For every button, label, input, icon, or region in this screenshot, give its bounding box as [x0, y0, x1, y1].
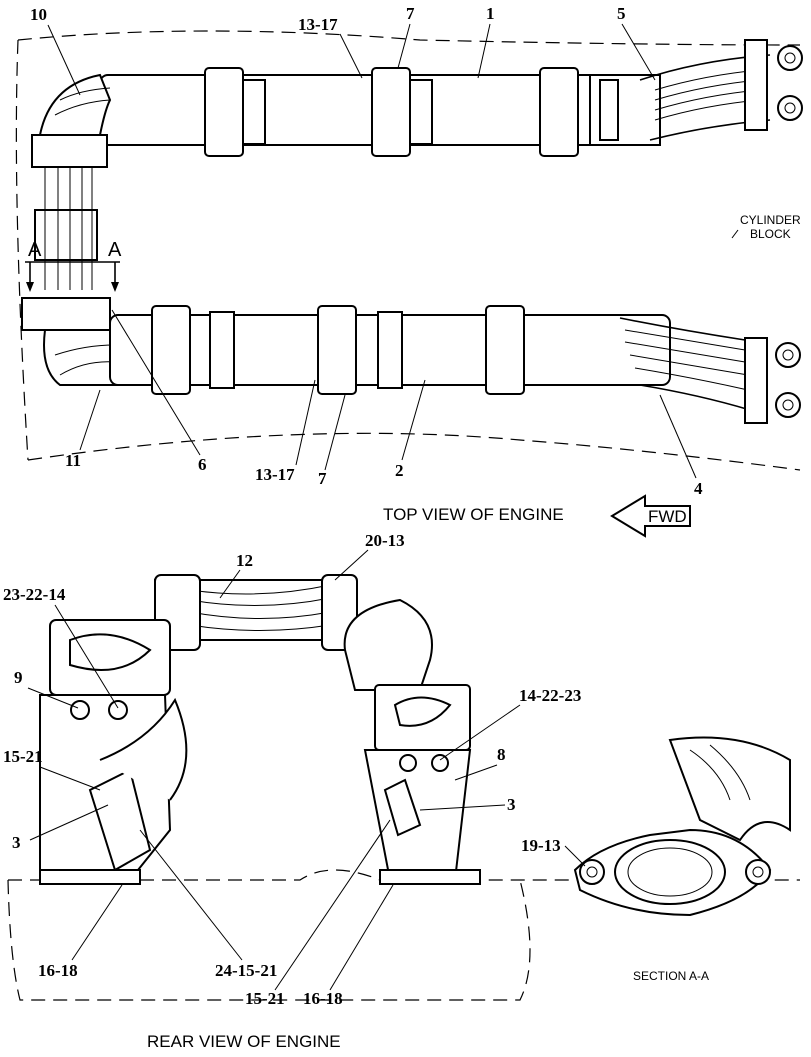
callout-2: 2 — [395, 461, 404, 480]
top-view-title: TOP VIEW OF ENGINE — [383, 505, 564, 524]
fwd-arrow: FWD — [610, 494, 691, 538]
section-title: SECTION A-A — [633, 969, 709, 983]
callout-15-21-left: 15-21 — [3, 747, 43, 766]
top-view-callouts: 10 13-17 7 1 5 11 6 13-17 7 2 4 — [30, 4, 703, 498]
callout-16-18-right: 16-18 — [303, 989, 343, 1008]
callout-3-left: 3 — [12, 833, 21, 852]
rear-view-callouts: 12 20-13 23-22-14 9 15-21 3 14-22-23 8 3… — [3, 531, 581, 1008]
section-callouts: 19-13 — [521, 836, 586, 867]
callout-16-18-left: 16-18 — [38, 961, 78, 980]
rear-view-drawing: REAR VIEW OF ENGINE — [7, 574, 800, 1051]
callout-20-13: 20-13 — [365, 531, 405, 550]
left-elbow-connection — [21, 73, 125, 386]
callout-9: 9 — [14, 668, 23, 687]
callout-12: 12 — [236, 551, 253, 570]
callout-4: 4 — [694, 479, 703, 498]
rear-view-title: REAR VIEW OF ENGINE — [147, 1032, 341, 1051]
callout-24-15-21: 24-15-21 — [215, 961, 277, 980]
callout-5: 5 — [617, 4, 626, 23]
fwd-label: FWD — [648, 507, 687, 526]
cylinder-label: CYLINDER — [740, 213, 801, 227]
section-marker-right: A — [108, 239, 122, 261]
callout-6: 6 — [198, 455, 207, 474]
section-aa-drawing: SECTION A-A — [573, 736, 791, 983]
callout-10: 10 — [30, 5, 47, 24]
section-marker-aa: A A — [25, 239, 122, 292]
block-label: BLOCK — [750, 227, 791, 241]
section-marker-left: A — [28, 239, 42, 261]
upper-exhaust-manifold — [99, 39, 803, 157]
callout-19-13: 19-13 — [521, 836, 561, 855]
callout-7-lower: 7 — [318, 469, 327, 488]
callout-15-21-lower: 15-21 — [245, 989, 285, 1008]
callout-8: 8 — [497, 745, 506, 764]
callout-13-17-lower: 13-17 — [255, 465, 295, 484]
callout-7-upper: 7 — [406, 4, 415, 23]
callout-3-right: 3 — [507, 795, 516, 814]
cylinder-block-leader — [731, 229, 739, 239]
callout-13-17-upper: 13-17 — [298, 15, 338, 34]
callout-1: 1 — [486, 4, 495, 23]
top-view-drawing: A A CYLINDER BLOCK FWD TOP VIEW OF ENGIN… — [15, 30, 803, 538]
callout-11: 11 — [65, 451, 81, 470]
lower-exhaust-manifold — [109, 305, 801, 424]
callout-23-22-14: 23-22-14 — [3, 585, 66, 604]
callout-14-22-23: 14-22-23 — [519, 686, 581, 705]
